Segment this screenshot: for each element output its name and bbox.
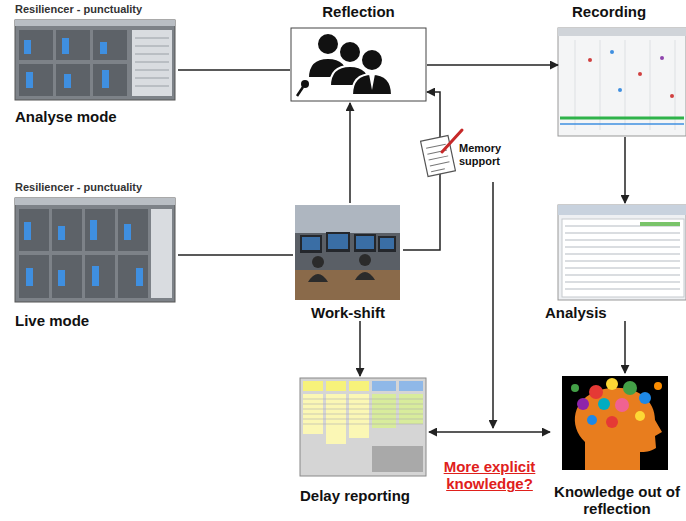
node-label: Knowledge out of reflection: [550, 483, 684, 518]
image-node: Reflection: [290, 3, 427, 103]
idea-bubble: [635, 411, 645, 421]
connector-group: [178, 65, 625, 432]
screen-title: Resiliencer - punctuality: [15, 3, 142, 16]
sheet-header-cells: [372, 381, 423, 391]
screenshot-panels: [19, 209, 148, 298]
node-label: Analyse mode: [15, 108, 117, 125]
connector: [429, 431, 550, 433]
idea-bubble: [571, 384, 579, 392]
connector: [624, 321, 626, 373]
screenshot-list: [562, 219, 684, 297]
data-dot: [588, 58, 592, 62]
photo-screens: [302, 234, 394, 250]
screenshot-marks: [24, 38, 109, 88]
screenshot-titlebar: [558, 205, 686, 215]
screenshot-titlebar: [558, 28, 686, 36]
data-dot: [660, 56, 664, 60]
sheet-header-cells: [303, 381, 369, 391]
screen-title: Resiliencer - punctuality: [15, 181, 142, 194]
sheet-frame: [300, 378, 426, 476]
edge-label-box: More explicit knowledge?: [435, 458, 545, 493]
node-label: Analysis: [545, 304, 607, 321]
connector: [427, 64, 558, 66]
screenshot-titlebar: [15, 198, 175, 205]
node-label: Recording: [572, 3, 646, 20]
screenshot-sidepanel: [132, 30, 172, 96]
memory-arrow: [492, 182, 494, 428]
person-body: [352, 74, 392, 95]
photo-desk: [295, 270, 400, 300]
photo-person: [312, 256, 324, 268]
image-node: Memory support: [415, 130, 525, 180]
screenshot-sidepanel: [151, 209, 172, 298]
timeline-bar: [560, 117, 684, 120]
person-head: [361, 49, 383, 71]
reflection-frame: [291, 28, 426, 101]
idea-bubble: [598, 398, 610, 410]
image-node: Analysis: [543, 203, 686, 321]
image-node: Knowledge out of reflection: [550, 373, 684, 517]
data-dot: [610, 50, 614, 54]
connector: [624, 137, 626, 203]
connector: [178, 254, 293, 256]
image-node: Resiliencer - punctualityAnalyse mode: [12, 3, 178, 125]
screenshot-lines: [135, 38, 169, 86]
connector: [349, 103, 351, 203]
connector: [178, 69, 290, 71]
photo-person: [359, 254, 371, 266]
image-node: Recording: [558, 3, 686, 137]
timeline-bar: [560, 123, 684, 125]
node-label: Work-shift: [311, 304, 385, 321]
data-dot: [670, 94, 674, 98]
idea-bubble: [587, 415, 597, 425]
knowledge-ground: [562, 376, 668, 470]
idea-bubble: [577, 398, 589, 410]
person-head: [339, 41, 361, 63]
data-dot: [638, 72, 642, 76]
idea-bubble: [623, 381, 637, 395]
photo-frame: [295, 205, 400, 300]
node-label: Delay reporting: [300, 487, 410, 504]
screenshot-frame: [558, 28, 686, 136]
person-head: [317, 33, 339, 55]
idea-bubble: [606, 416, 618, 428]
person-tie: [369, 74, 375, 90]
idea-bubble: [654, 382, 662, 390]
list-highlight: [640, 222, 680, 226]
image-node: Resiliencer - punctualityLive mode: [12, 181, 178, 329]
photo-monitors: [300, 232, 396, 253]
sheet-grid: [303, 399, 423, 424]
screenshot-frame: [15, 198, 175, 302]
screenshot-marks: [24, 220, 143, 286]
microphone-handle: [297, 87, 303, 96]
edge-label: More explicit knowledge?: [435, 458, 545, 493]
list-rows: [565, 226, 680, 289]
screenshot-titlebar: [15, 20, 175, 26]
data-dot: [618, 88, 622, 92]
node-label: Memory support: [459, 142, 519, 167]
image-node: Work-shift: [293, 203, 403, 321]
image-node: Delay reporting: [297, 376, 429, 504]
idea-bubble: [615, 398, 629, 412]
screenshot-frame: [558, 205, 686, 300]
idea-bubble: [589, 385, 603, 399]
screenshot-frame: [15, 20, 175, 100]
idea-bubble: [639, 392, 651, 404]
screenshot-panels: [19, 30, 127, 96]
photo-bodies: [308, 272, 375, 282]
idea-bubble: [606, 378, 618, 390]
photo-window: [295, 205, 400, 233]
node-label: Live mode: [15, 312, 89, 329]
connector: [359, 321, 361, 376]
node-label: Reflection: [322, 3, 395, 20]
head-silhouette: [575, 388, 662, 470]
sheet-grey-area: [372, 446, 423, 472]
